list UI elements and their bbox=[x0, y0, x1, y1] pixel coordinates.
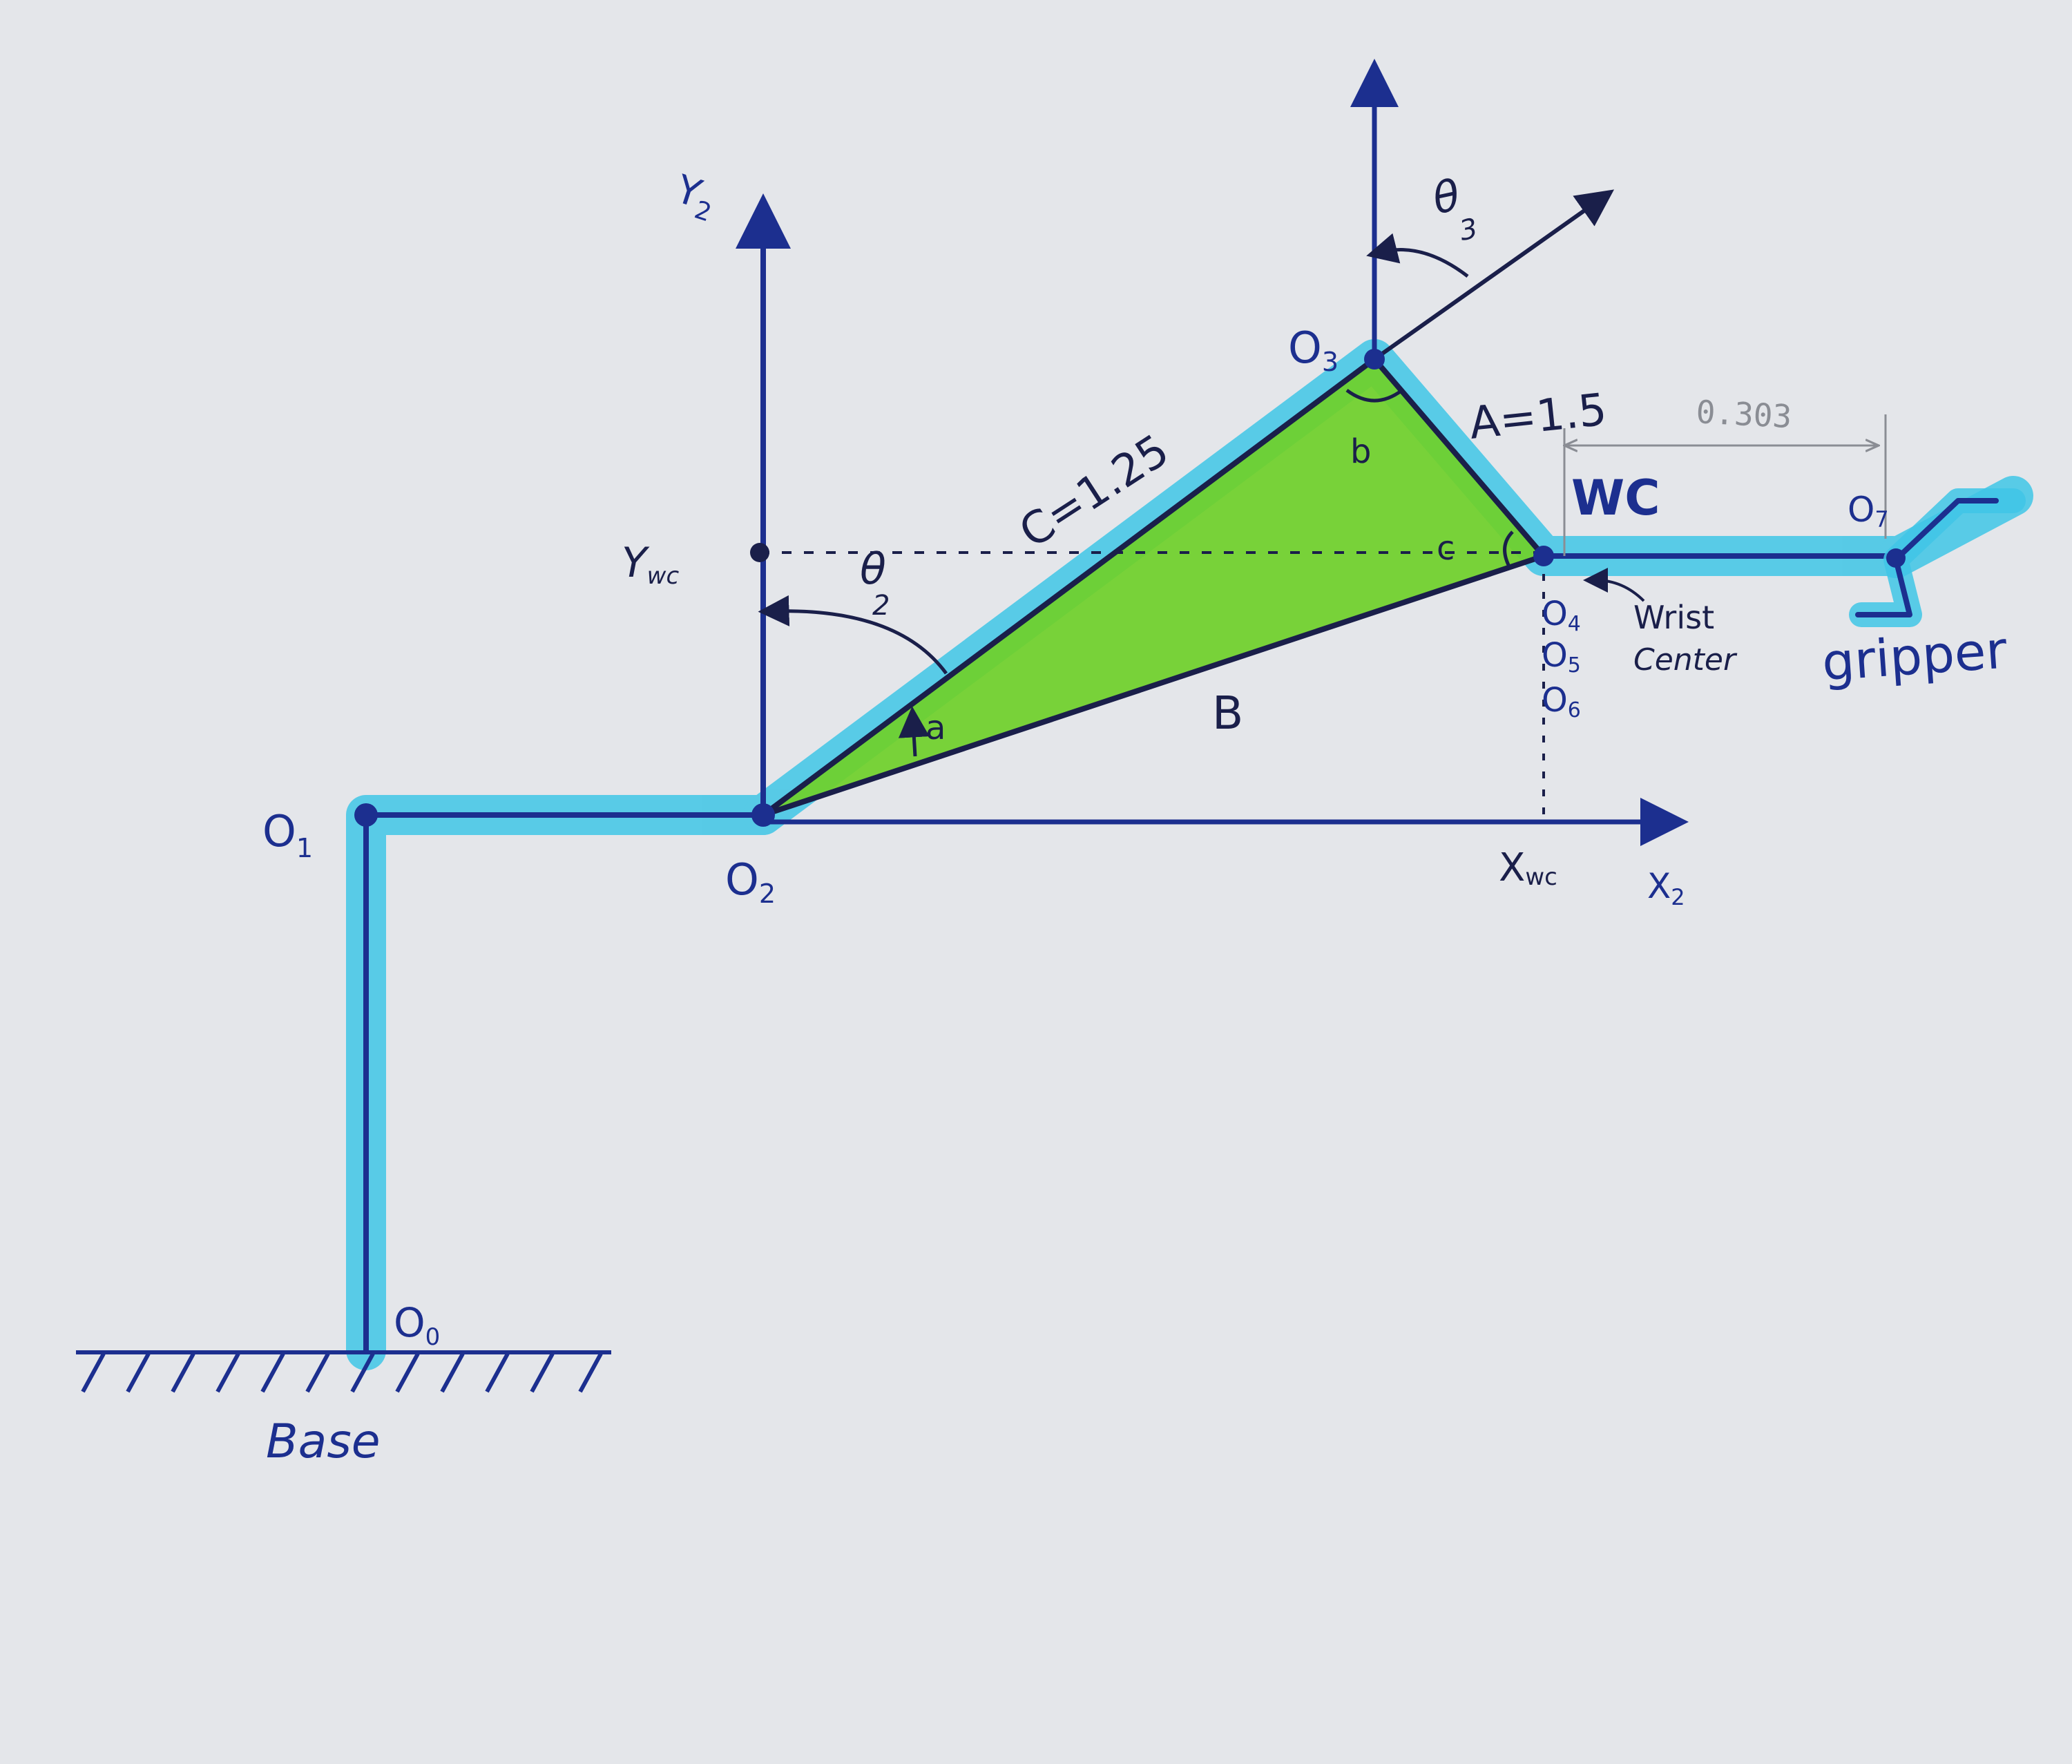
theta3-label: θ3 bbox=[1428, 167, 1481, 251]
o5-label: O5 bbox=[1542, 636, 1581, 678]
o3-label: O3 bbox=[1288, 323, 1339, 377]
angle-b-label: b bbox=[1350, 432, 1371, 471]
dimension-label: 0.303 bbox=[1695, 393, 1792, 435]
ywc-dot bbox=[750, 543, 769, 562]
joint3-direction bbox=[1373, 189, 1615, 361]
x2-label: X2 bbox=[1647, 866, 1685, 910]
o2-label: O2 bbox=[725, 854, 776, 909]
angle-c-arc bbox=[1503, 530, 1514, 568]
joint-o2 bbox=[751, 803, 775, 827]
joint-o7 bbox=[1886, 548, 1906, 568]
ywc-label: Ywc bbox=[622, 539, 679, 590]
o6-label: O6 bbox=[1542, 681, 1581, 722]
wrist-pointer bbox=[1583, 568, 1645, 602]
side-b-label: B bbox=[1212, 687, 1243, 740]
base-ground bbox=[76, 1350, 611, 1393]
angle-c-label: c bbox=[1437, 529, 1455, 568]
o0-label: O0 bbox=[394, 1299, 440, 1351]
angle-a-label: a bbox=[925, 709, 946, 747]
wc-label: WC bbox=[1571, 470, 1660, 526]
o4-label: O4 bbox=[1542, 595, 1581, 636]
theta3-arc bbox=[1366, 233, 1469, 278]
side-a-label: A=1.5 bbox=[1467, 384, 1609, 449]
angle-a-arc bbox=[898, 706, 930, 757]
y2-label: Y2 bbox=[668, 166, 722, 227]
wrist-label: Wrist bbox=[1633, 599, 1714, 636]
xwc-label: Xwc bbox=[1499, 845, 1557, 891]
o1-label: O1 bbox=[262, 806, 313, 863]
triangle-edges bbox=[761, 356, 1546, 818]
theta2-arc bbox=[758, 595, 948, 675]
gripper-label: gripper bbox=[1820, 620, 2009, 693]
joint-o1 bbox=[354, 803, 378, 827]
joint-o3 bbox=[1364, 349, 1385, 370]
angle-b-arc bbox=[1345, 388, 1403, 403]
base-label: Base bbox=[266, 1415, 381, 1469]
o7-label: O7 bbox=[1848, 490, 1889, 533]
joint-wc bbox=[1533, 546, 1554, 566]
dimension-0303 bbox=[1564, 414, 1887, 556]
center-label: Center bbox=[1633, 642, 1738, 678]
